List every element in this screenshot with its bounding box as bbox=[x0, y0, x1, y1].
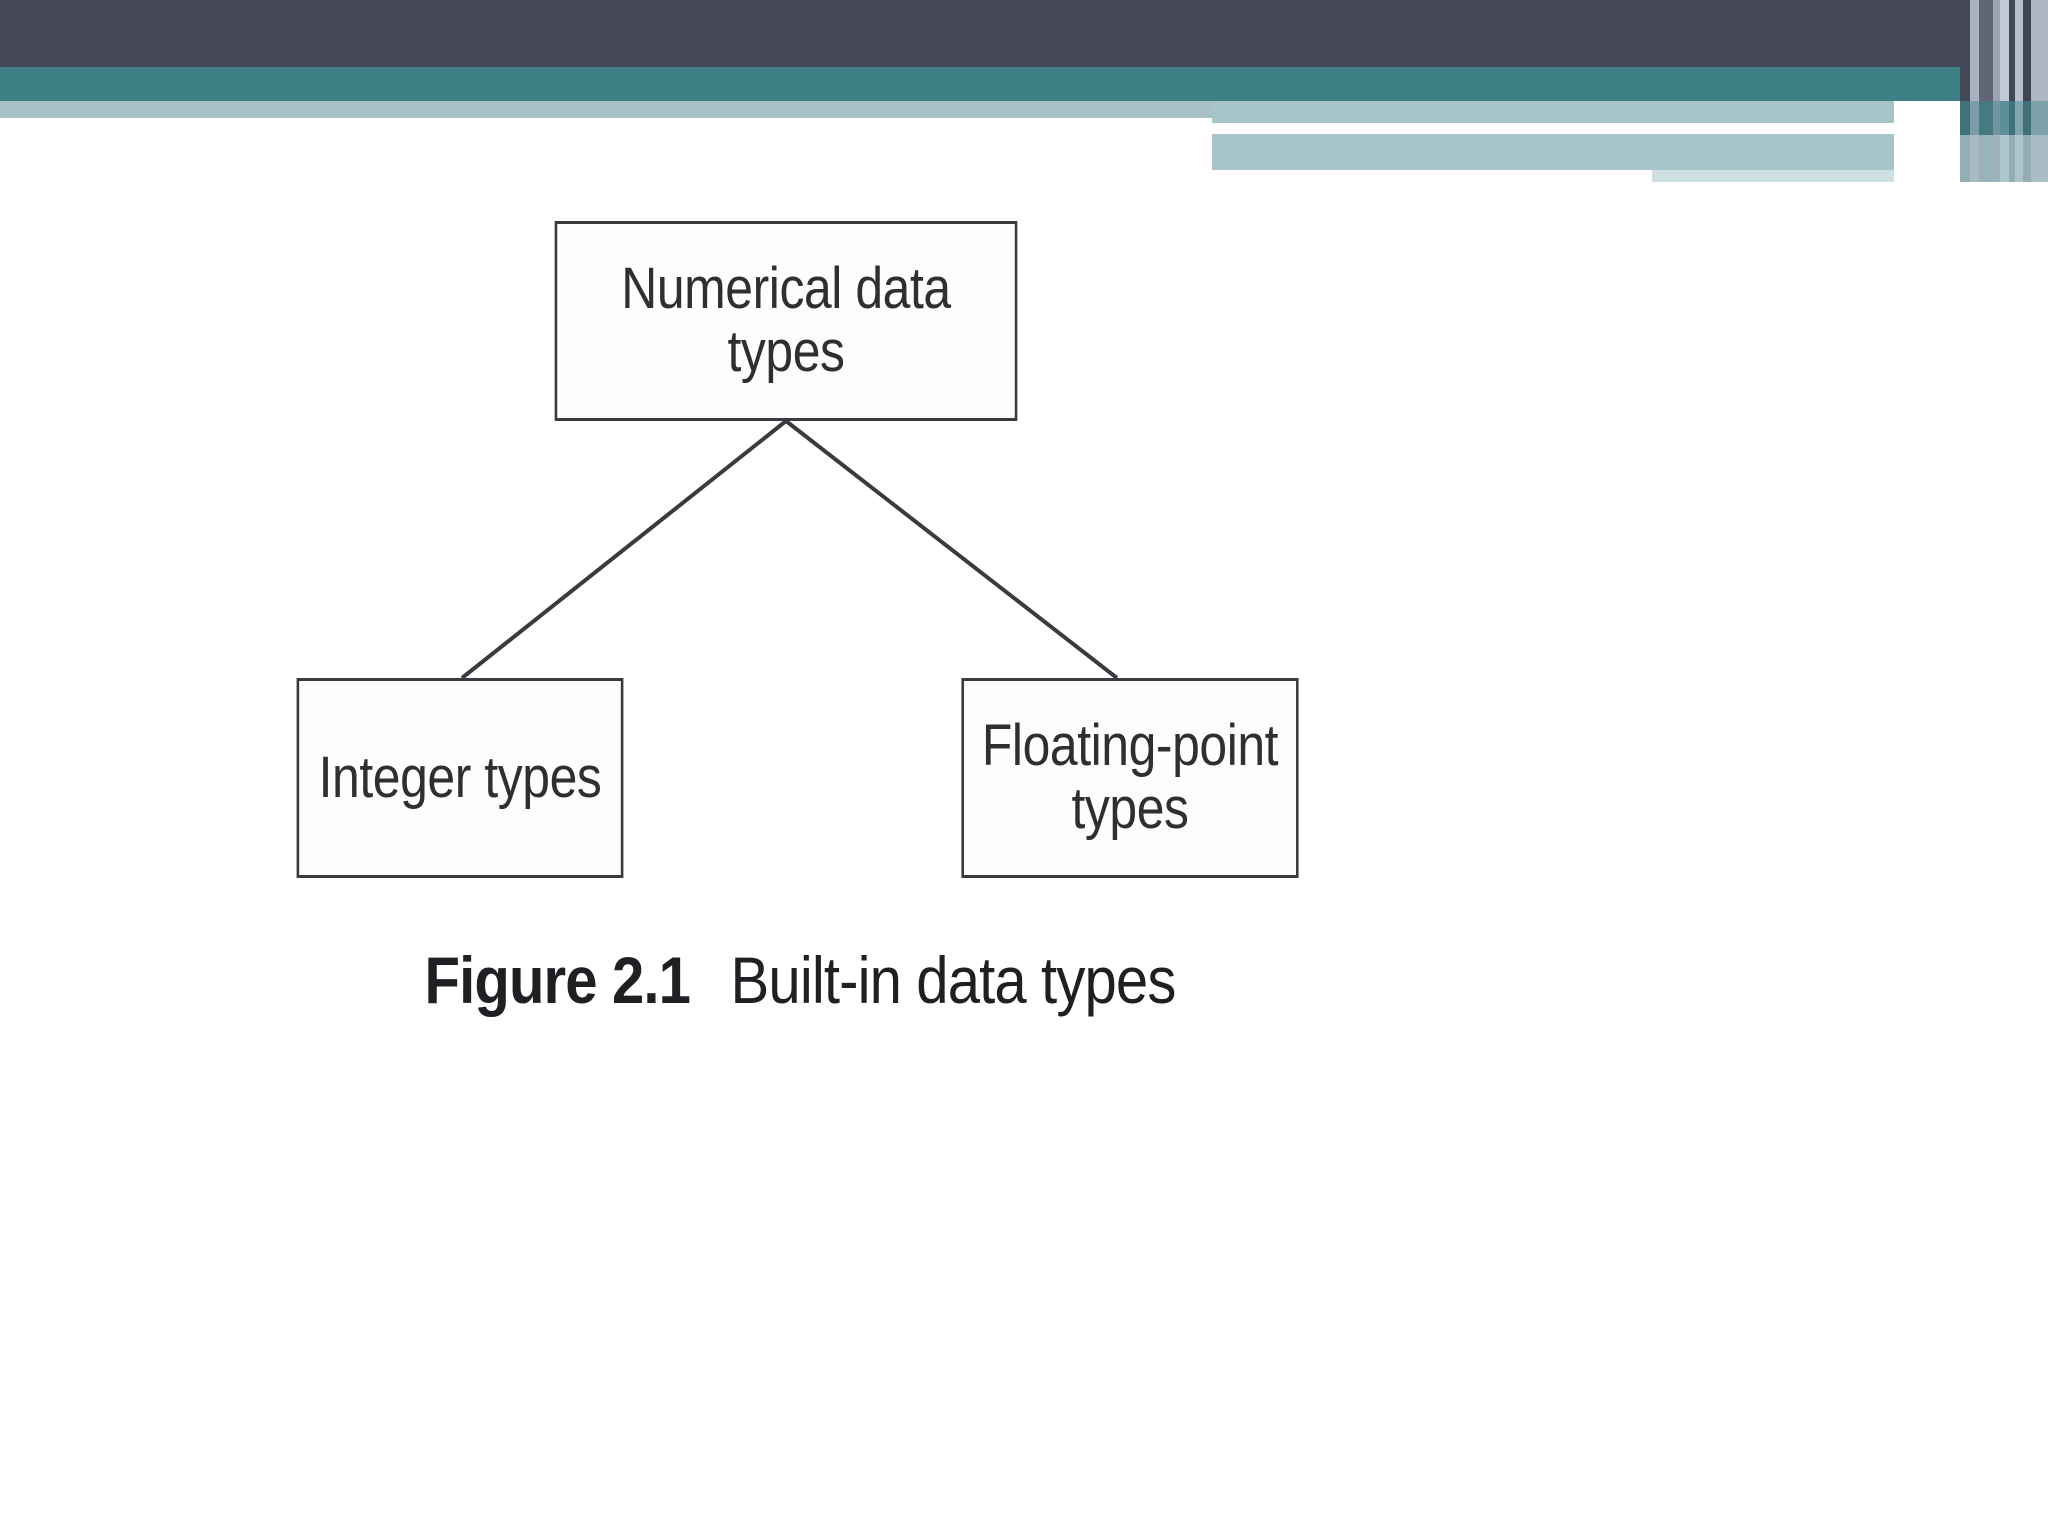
figure-caption: Figure 2.1 Built-in data types bbox=[96, 942, 1504, 1018]
header-navy-band bbox=[0, 0, 2048, 67]
figure-caption-text: Built-in data types bbox=[730, 943, 1177, 1017]
figure-image: Numerical data types Integer types Float… bbox=[0, 182, 2048, 1536]
header-accent-band-right-1 bbox=[1212, 101, 1894, 123]
header-accent-band-right-2 bbox=[1212, 134, 1894, 170]
node-floating-point-types: Floating-point types bbox=[961, 678, 1299, 878]
node-right-label: Floating-point types bbox=[981, 713, 1279, 841]
header-vertical-stripes bbox=[1960, 0, 2048, 182]
header-accent-band-right-3 bbox=[1652, 170, 1894, 182]
edge-root-to-right bbox=[784, 419, 1119, 680]
header-accent-band-left bbox=[0, 101, 1212, 118]
header-accent-gap-2 bbox=[1212, 170, 1652, 182]
figure-caption-number: Figure 2.1 bbox=[424, 943, 691, 1017]
node-root-label: Numerical data types bbox=[621, 256, 951, 384]
node-left-label: Integer types bbox=[318, 744, 602, 810]
node-integer-types: Integer types bbox=[296, 678, 624, 878]
header-accent-gap-1 bbox=[1212, 124, 1682, 134]
node-numerical-data-types: Numerical data types bbox=[554, 221, 1018, 421]
header-teal-band bbox=[0, 67, 2048, 101]
edge-root-to-left bbox=[460, 419, 788, 680]
